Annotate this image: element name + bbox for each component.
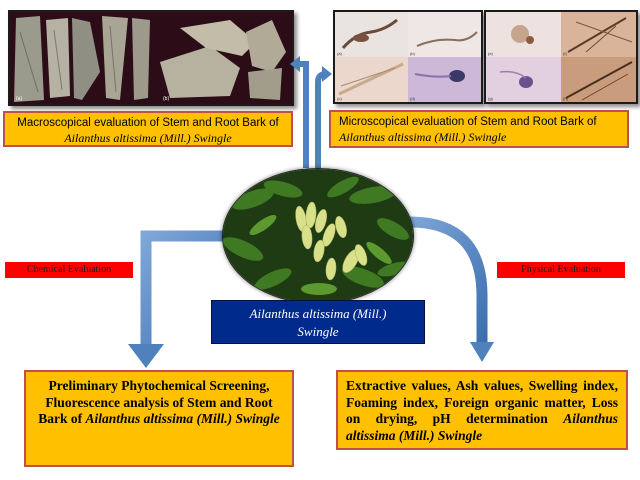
- arrow-to-microscopic: [315, 71, 327, 168]
- photo-label-j: (h): [563, 96, 569, 101]
- arrowhead-chemical: [128, 344, 164, 368]
- species-title-line1: Ailanthus altissima (Mill.): [249, 306, 387, 321]
- photo-label-i: (g): [488, 96, 494, 101]
- species-title: Ailanthus altissima (Mill.) Swingle: [211, 300, 425, 344]
- physical-evaluation-label: Physical Evaluation: [497, 262, 625, 278]
- arrowhead-physical: [470, 342, 494, 362]
- chemical-evaluation-species: Ailanthus altissima (Mill.) Swingle: [85, 411, 280, 426]
- microscopic-photo-right: (e) (f) (g) (h): [484, 10, 638, 104]
- microscopic-photo-left: (a) (b) (c) (d): [333, 10, 483, 104]
- photo-label-b: (b): [163, 96, 169, 102]
- physical-evaluation-text: Extractive values, Ash values, Swelling …: [346, 378, 618, 426]
- chemical-evaluation-box: Preliminary Phytochemical Screening, Flu…: [24, 370, 294, 467]
- chemical-evaluation-label: Chemical Evaluation: [5, 262, 133, 278]
- photo-label-g: (e): [488, 51, 494, 56]
- macroscopic-caption-species: Ailanthus altissima (Mill.) Swingle: [64, 131, 232, 145]
- photo-label-e: (c): [337, 96, 342, 101]
- photo-label-h: (f): [563, 51, 567, 56]
- physical-evaluation-species: Ailanthus altissima (Mill.) Swingle: [346, 411, 618, 443]
- microscopic-caption-text: Microscopical evaluation of Stem and Roo…: [339, 116, 597, 128]
- microscopic-caption: Microscopical evaluation of Stem and Roo…: [329, 110, 629, 148]
- chemical-evaluation-text: Preliminary Phytochemical Screening, Flu…: [38, 378, 273, 426]
- species-title-line2: Swingle: [297, 324, 339, 339]
- physical-evaluation-box: Extractive values, Ash values, Swelling …: [336, 370, 628, 450]
- photo-label-f: (d): [410, 96, 416, 101]
- macroscopic-caption: Macroscopical evaluation of Stem and Roo…: [3, 111, 293, 147]
- macroscopic-bark-photo: (a) (b): [8, 10, 294, 106]
- arrow-to-macroscopic: [298, 61, 309, 168]
- macroscopic-caption-text: Macroscopical evaluation of Stem and Roo…: [17, 117, 279, 129]
- photo-label-d: (b): [410, 51, 416, 56]
- photo-label-c: (a): [337, 51, 343, 56]
- microscopic-caption-species: Ailanthus altissima (Mill.) Swingle: [339, 130, 507, 144]
- photo-label-a: (a): [16, 96, 22, 102]
- ailanthus-plant-photo: [222, 168, 414, 304]
- arrowhead-microscopic: [322, 66, 332, 82]
